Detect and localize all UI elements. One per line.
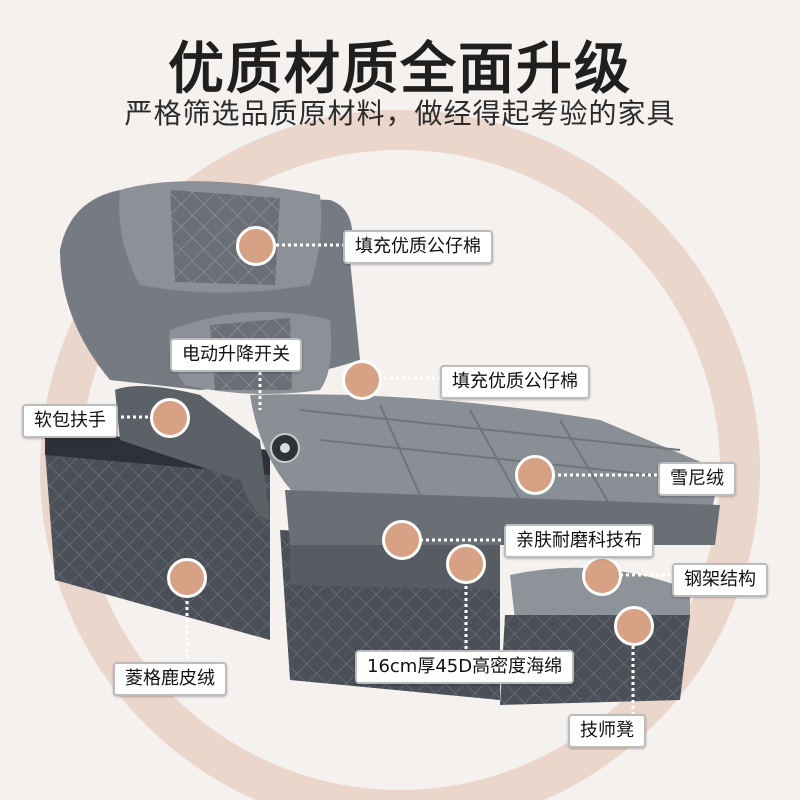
label-steel-frame: 钢架结构 — [672, 563, 768, 597]
page-subtitle: 严格筛选品质原材料，做经得起考验的家具 — [124, 97, 676, 130]
label-seat-fill: 填充优质公仔棉 — [440, 365, 590, 399]
dot-steel-frame — [582, 556, 622, 596]
label-velvet: 雪尼绒 — [658, 462, 736, 496]
dot-diamond-suede — [167, 558, 207, 598]
dot-pillow — [236, 226, 276, 266]
label-lift-switch: 电动升降开关 — [170, 338, 302, 372]
label-sponge: 16cm厚45D高密度海绵 — [355, 650, 575, 684]
dot-sponge — [446, 544, 486, 584]
label-diamond-suede: 菱格鹿皮绒 — [113, 662, 227, 696]
label-wear-fabric: 亲肤耐磨科技布 — [504, 524, 654, 558]
dot-seat-fill — [342, 360, 382, 400]
page-title: 优质材质全面升级 — [168, 37, 632, 102]
dot-velvet — [515, 455, 555, 495]
dot-armrest — [150, 398, 190, 438]
label-stool: 技师凳 — [568, 714, 646, 748]
dot-stool — [614, 606, 654, 646]
label-armrest: 软包扶手 — [22, 404, 118, 438]
dot-wear-fabric — [382, 520, 422, 560]
label-pillow-fill: 填充优质公仔棉 — [343, 230, 493, 264]
